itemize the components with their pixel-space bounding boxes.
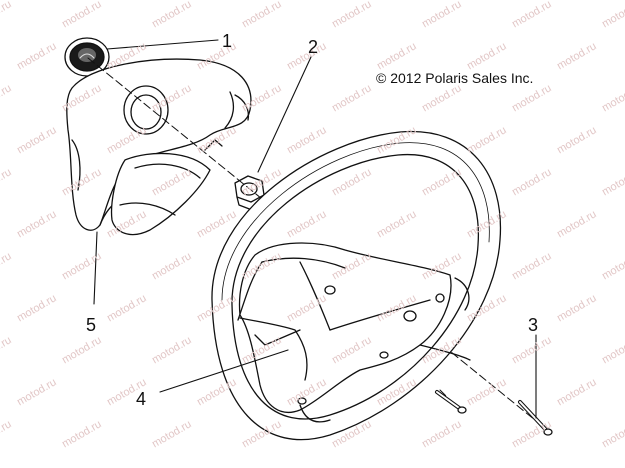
- callout-4: 4: [136, 389, 147, 409]
- callout-2: 2: [308, 37, 319, 57]
- leader-line-1: [106, 39, 219, 50]
- leader-line-5: [93, 231, 98, 305]
- leader-line-2: [257, 56, 312, 173]
- mounting-screw: [435, 390, 553, 436]
- callout-1: 1: [222, 31, 233, 51]
- leader-lines: [93, 39, 537, 419]
- steering-wheel: [211, 130, 502, 441]
- copyright-notice: © 2012 Polaris Sales Inc.: [376, 70, 534, 86]
- callout-5: 5: [86, 315, 97, 335]
- callout-3: 3: [528, 315, 539, 335]
- center-cover: [66, 58, 252, 236]
- emblem-badge: [64, 37, 110, 77]
- leader-line-4: [159, 349, 289, 393]
